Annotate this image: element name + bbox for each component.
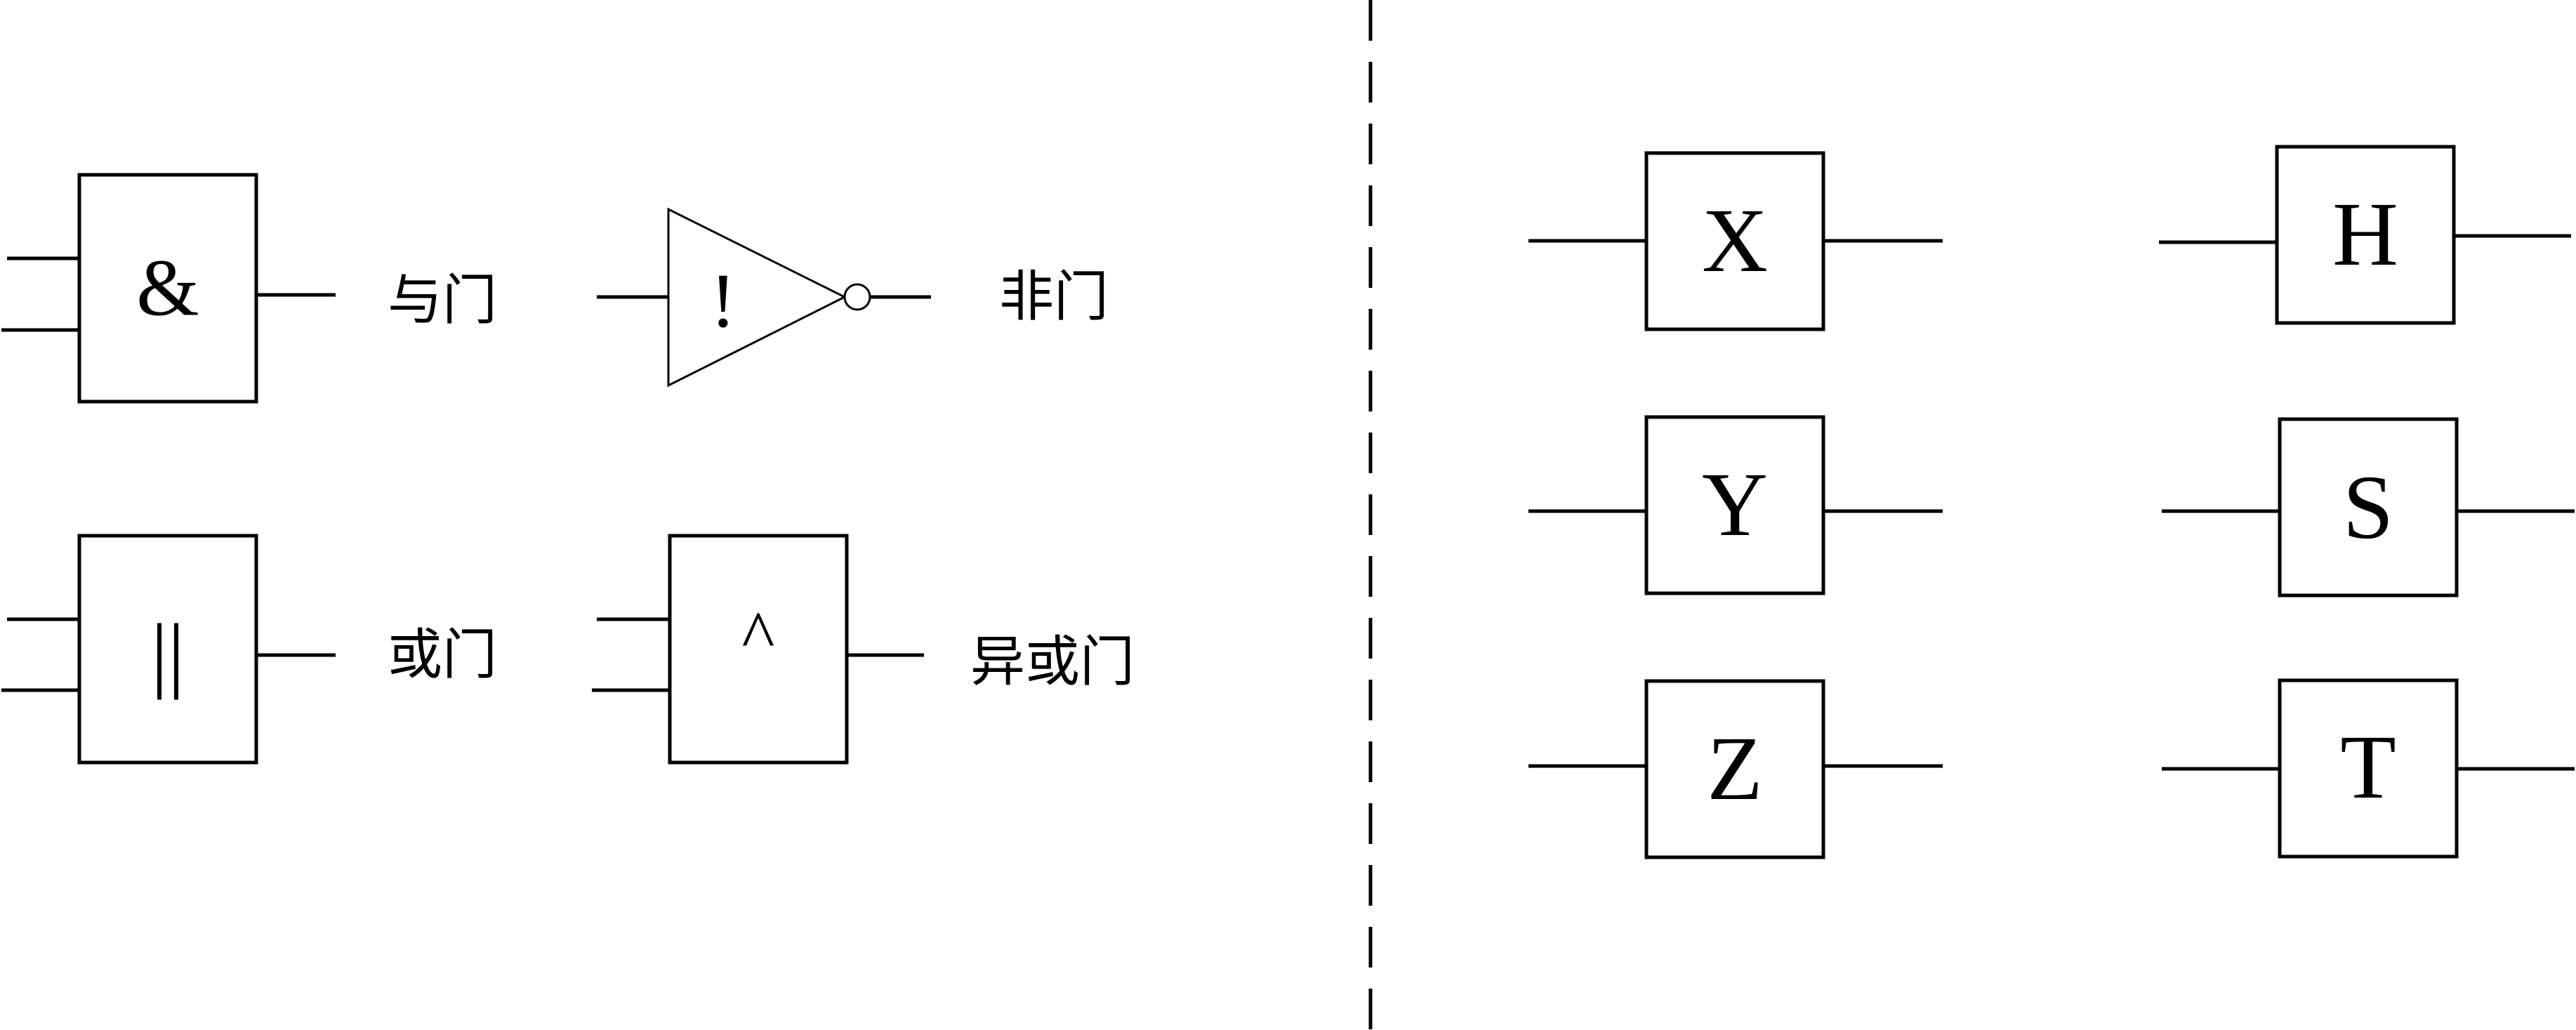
block-y-box xyxy=(1644,415,1825,595)
block-s: S xyxy=(2162,417,2575,597)
block-z: Z xyxy=(1528,679,1943,859)
block-h-box xyxy=(2275,145,2456,325)
not-gate-bubble xyxy=(843,283,871,311)
not-gate-symbol: ! xyxy=(711,258,737,343)
block-s-box xyxy=(2278,417,2459,597)
block-t-box xyxy=(2278,678,2459,859)
block-y-symbol: Y xyxy=(1702,454,1768,555)
or-gate: || 或门 xyxy=(1,534,497,765)
block-h-symbol: H xyxy=(2332,184,2398,285)
and-gate: & 与门 xyxy=(1,173,497,404)
not-gate-triangle xyxy=(667,207,847,388)
and-gate-box xyxy=(77,173,258,404)
or-gate-box xyxy=(77,534,258,765)
block-x: X xyxy=(1528,151,1943,331)
xor-gate-symbol: ^ xyxy=(742,597,775,675)
xor-gate: ^ 异或门 xyxy=(592,534,1135,765)
block-t: T xyxy=(2162,678,2575,859)
block-t-symbol: T xyxy=(2340,717,2396,818)
block-y: Y xyxy=(1528,415,1943,595)
not-gate-label: 非门 xyxy=(999,265,1109,329)
block-z-symbol: Z xyxy=(1707,718,1762,819)
xor-gate-label: 异或门 xyxy=(970,630,1135,694)
block-z-box xyxy=(1644,679,1825,859)
not-gate: ! 非门 xyxy=(597,207,1109,388)
block-h: H xyxy=(2159,145,2571,325)
block-s-symbol: S xyxy=(2343,457,2393,558)
and-gate-symbol: & xyxy=(136,244,199,333)
xor-gate-box xyxy=(668,534,849,765)
or-gate-symbol: || xyxy=(151,607,185,700)
or-gate-label: 或门 xyxy=(388,623,497,687)
and-gate-label: 与门 xyxy=(388,269,497,332)
block-x-symbol: X xyxy=(1702,190,1768,291)
